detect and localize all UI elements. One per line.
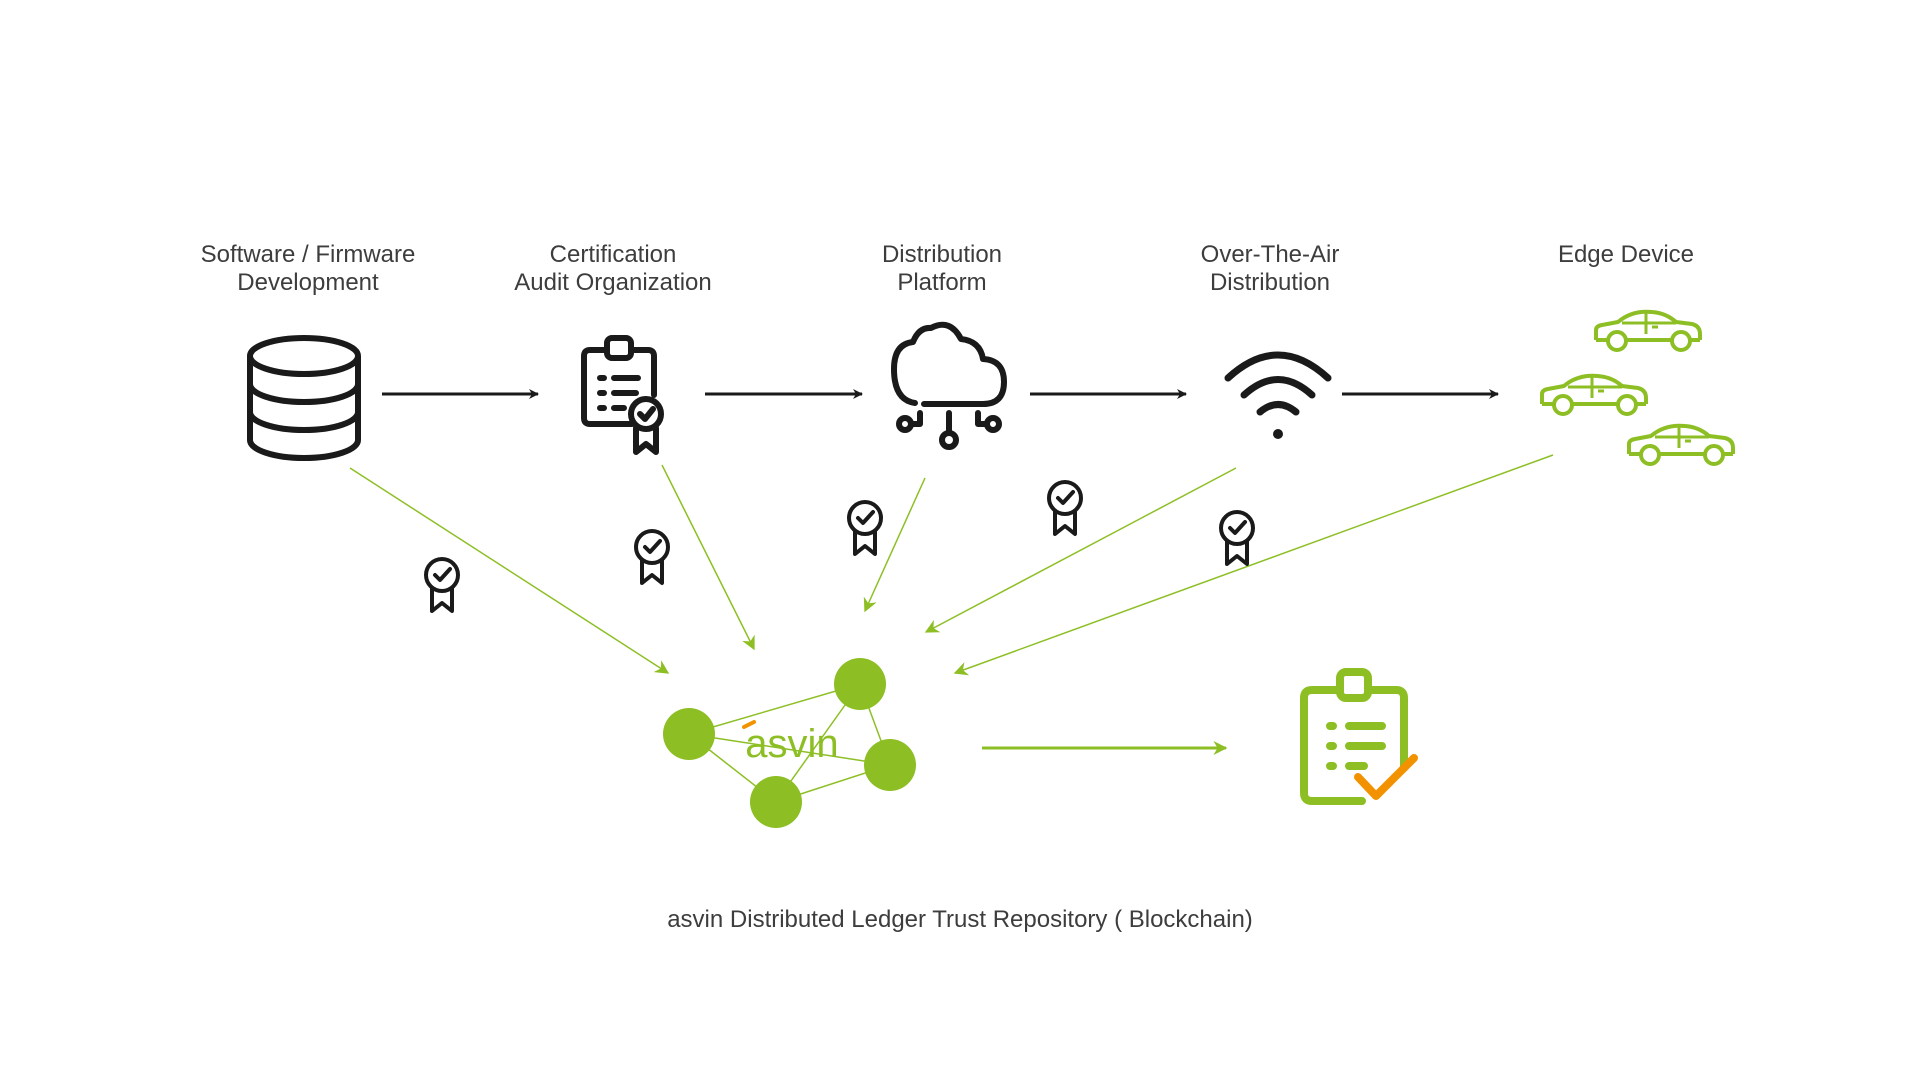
stage-label-line: Audit Organization [514,269,712,296]
ledger-node [663,708,715,760]
stage-label-distribution: Distribution Platform [782,241,1102,297]
ledger-arrow [863,477,926,613]
ledger-arrows [349,454,1554,755]
ledger-node [750,776,802,828]
ledger-node [834,658,886,710]
stage-label-line: Development [237,269,379,296]
stage-label-software: Software / Firmware Development [148,241,468,297]
certificate-badge-icon [634,529,670,585]
ledger-node [864,739,916,791]
ledger-arrow [661,464,755,651]
stage-label-line: Distribution [1209,269,1331,296]
database-icon [247,335,361,461]
stage-label-edge: Edge Device [1466,241,1786,269]
ledger-arrow [349,467,670,674]
stage-label-line: Certification [549,241,677,268]
stage-label-line: Distribution [881,241,1003,268]
certified-clipboard-icon [581,335,664,455]
stage-label-line: Over-The-Air [1200,241,1340,268]
car-icon [1627,423,1735,466]
ledger-arrow [953,454,1554,676]
stage-label-ota: Over-The-Air Distribution [1110,241,1430,297]
asvin-logo: asvin [745,722,838,766]
wifi-icon [1224,351,1332,439]
stage-label-line: Edge Device [1557,241,1695,268]
certificate-badges [424,480,1255,613]
certificate-badge-icon [424,557,460,613]
ledger-arrow [924,467,1237,633]
car-icon [1594,309,1702,352]
certificate-badge-icon [847,500,883,556]
certificate-badge-icon [1219,510,1255,566]
asvin-logo-accent [742,720,756,729]
verified-clipboard-icon [1300,668,1418,805]
cloud-network-icon [891,321,1007,450]
stage-label-line: Software / Firmware [200,241,416,268]
blockchain-network-icon: asvin [663,658,916,828]
car-icon [1540,373,1648,416]
cars-icon [1540,309,1735,466]
stage-label-line: Platform [897,269,987,296]
stage-label-certification: Certification Audit Organization [453,241,773,297]
ledger-caption: asvin Distributed Ledger Trust Repositor… [667,906,1253,933]
certificate-badge-icon [1047,480,1083,536]
